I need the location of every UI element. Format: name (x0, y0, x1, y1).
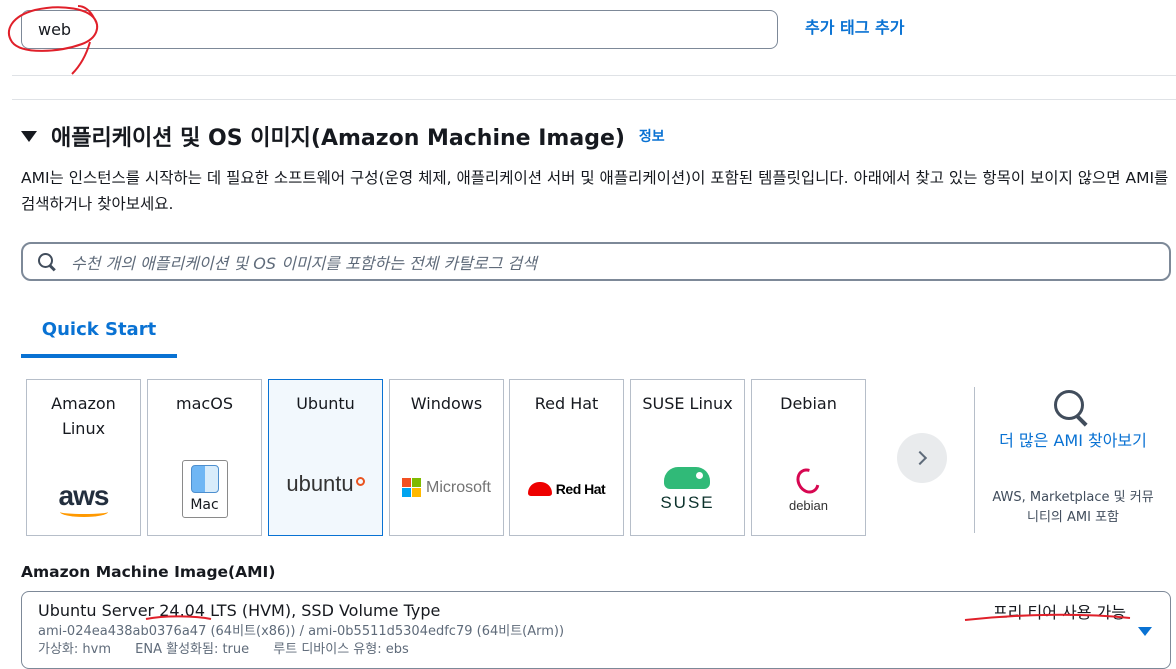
os-card-label: Amazon Linux (51, 394, 116, 438)
os-card-label: Debian (780, 394, 837, 413)
ami-heading: Amazon Machine Image(AMI) (21, 563, 276, 581)
free-tier-badge: 프리 티어 사용 가능 (992, 603, 1126, 622)
os-card-amazon-linux[interactable]: Amazon Linux aws (26, 379, 141, 536)
browse-more-amis-link[interactable]: 더 많은 AMI 찾아보기 (999, 431, 1147, 450)
os-card-macos[interactable]: macOS Mac (147, 379, 262, 536)
ami-select[interactable]: Ubuntu Server 24.04 LTS (HVM), SSD Volum… (21, 591, 1171, 669)
ami-ena: ENA 활성화됨: true (135, 642, 250, 657)
ami-virtualization: 가상화: hvm (38, 642, 111, 657)
search-icon (37, 252, 57, 272)
section-title: 애플리케이션 및 OS 이미지(Amazon Machine Image) (51, 126, 625, 151)
os-card-ubuntu[interactable]: Ubuntu ubuntu (268, 379, 383, 536)
os-card-red-hat[interactable]: Red Hat Red Hat (509, 379, 624, 536)
divider (974, 387, 975, 533)
ami-root-device: 루트 디바이스 유형: ebs (273, 642, 409, 657)
tag-value-input[interactable]: web (21, 10, 778, 49)
mac-logo-icon: Mac (148, 460, 261, 518)
aws-logo-icon: aws (27, 482, 140, 517)
microsoft-logo-icon: Microsoft (390, 478, 503, 497)
os-card-suse-linux[interactable]: SUSE Linux SUSE (630, 379, 745, 536)
next-page-button[interactable] (897, 433, 947, 483)
os-card-label: Ubuntu (296, 394, 355, 413)
os-card-label: macOS (176, 394, 233, 413)
tab-quick-start[interactable]: Quick Start (41, 319, 157, 340)
catalog-search-input[interactable]: 수천 개의 애플리케이션 및 OS 이미지를 포함하는 전체 카탈로그 검색 (21, 242, 1171, 281)
ami-meta: 가상화: hvm ENA 활성화됨: true 루트 디바이스 유형: ebs (38, 641, 1154, 659)
caret-down-icon[interactable] (1138, 627, 1152, 636)
ubuntu-logo-icon: ubuntu (269, 471, 382, 497)
suse-logo-icon: SUSE (631, 467, 744, 513)
info-link[interactable]: 정보 (638, 129, 665, 145)
caret-down-icon[interactable] (21, 130, 37, 142)
divider (12, 75, 1176, 76)
search-placeholder: 수천 개의 애플리케이션 및 OS 이미지를 포함하는 전체 카탈로그 검색 (71, 253, 537, 273)
search-icon[interactable] (1052, 388, 1090, 426)
os-card-debian[interactable]: Debian debian (751, 379, 866, 536)
os-card-label: Windows (410, 394, 483, 413)
ami-ids: ami-024ea438ab0376a47 (64비트(x86)) / ami-… (38, 624, 565, 639)
os-card-label: Red Hat (534, 394, 599, 413)
add-tag-link[interactable]: 추가 태그 추가 (805, 18, 905, 37)
ami-section-header[interactable]: 애플리케이션 및 OS 이미지(Amazon Machine Image) 정보 (21, 120, 665, 152)
section-description: AMI는 인스턴스를 시작하는 데 필요한 소프트웨어 구성(운영 체제, 애플… (21, 169, 1169, 213)
os-card-windows[interactable]: Windows Microsoft (389, 379, 504, 536)
chevron-right-icon (912, 450, 928, 466)
ami-name: Ubuntu Server 24.04 LTS (HVM), SSD Volum… (38, 601, 441, 620)
divider (12, 99, 1176, 100)
red-hat-logo-icon: Red Hat (510, 481, 623, 497)
browse-more-description: AWS, Marketplace 및 커뮤니티의 AMI 포함 (992, 490, 1154, 525)
os-card-label: SUSE Linux (642, 394, 733, 413)
tab-active-indicator (21, 354, 177, 358)
debian-logo-icon: debian (752, 464, 865, 513)
